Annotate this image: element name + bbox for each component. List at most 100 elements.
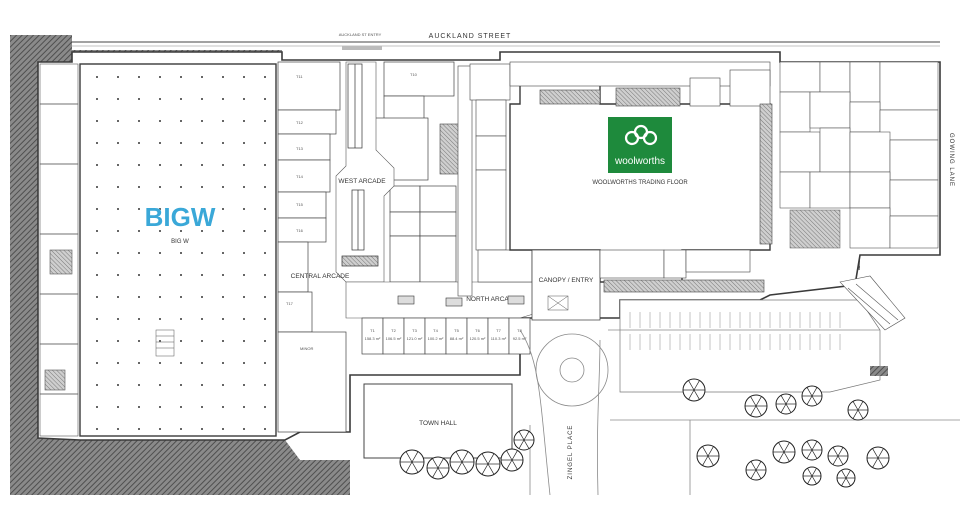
column-dot bbox=[117, 142, 119, 144]
east-room bbox=[819, 61, 851, 93]
tree-icon bbox=[866, 446, 890, 470]
svg-text:T13: T13 bbox=[296, 146, 304, 151]
bigw-label: BIG W bbox=[171, 239, 189, 245]
svg-text:T10: T10 bbox=[410, 72, 418, 77]
east-room bbox=[809, 91, 851, 129]
canopy-entry bbox=[531, 249, 601, 321]
tree-icon bbox=[744, 394, 768, 418]
column-dot bbox=[96, 120, 98, 122]
column-dot bbox=[222, 318, 224, 320]
column-dot bbox=[201, 274, 203, 276]
column-dot bbox=[264, 318, 266, 320]
tenancy-code: T2 bbox=[391, 328, 396, 333]
svg-text:T11: T11 bbox=[296, 74, 303, 79]
column-dot bbox=[264, 230, 266, 232]
column-dot bbox=[222, 296, 224, 298]
tenancy-code: T1 bbox=[370, 328, 375, 333]
column-dot bbox=[138, 296, 140, 298]
column-dot bbox=[243, 252, 245, 254]
column-dot bbox=[159, 120, 161, 122]
tenancy-code: T7 bbox=[496, 328, 501, 333]
column-dot bbox=[180, 76, 182, 78]
column-dot bbox=[201, 406, 203, 408]
column-dot bbox=[201, 76, 203, 78]
column-dot bbox=[96, 208, 98, 210]
column-dot bbox=[180, 428, 182, 430]
east-hatched-yard bbox=[789, 209, 841, 249]
column-dot bbox=[138, 318, 140, 320]
column-dot bbox=[180, 406, 182, 408]
column-dot bbox=[117, 428, 119, 430]
east-room bbox=[849, 61, 881, 103]
column-dot bbox=[243, 406, 245, 408]
column-dot bbox=[138, 406, 140, 408]
east-room bbox=[889, 215, 939, 249]
column-dot bbox=[117, 164, 119, 166]
tenancy-code: T4 bbox=[433, 328, 438, 333]
tenancy-area: 106.5 m² bbox=[386, 336, 402, 341]
column-dot bbox=[117, 318, 119, 320]
column-dot bbox=[117, 230, 119, 232]
column-dot bbox=[243, 142, 245, 144]
column-dot bbox=[180, 120, 182, 122]
tree-icon bbox=[745, 459, 767, 481]
column-dot bbox=[138, 274, 140, 276]
column-dot bbox=[201, 362, 203, 364]
column-dot bbox=[96, 230, 98, 232]
bigw-west-service-rooms bbox=[39, 63, 79, 437]
column-dot bbox=[180, 252, 182, 254]
column-dot bbox=[138, 142, 140, 144]
column-dot bbox=[201, 428, 203, 430]
column-dot bbox=[201, 208, 203, 210]
east-room bbox=[809, 171, 851, 209]
column-dot bbox=[201, 186, 203, 188]
svg-text:T15: T15 bbox=[296, 202, 304, 207]
column-dot bbox=[180, 318, 182, 320]
column-dot bbox=[138, 230, 140, 232]
column-dot bbox=[243, 208, 245, 210]
tenancy-area: 120.5 m² bbox=[470, 336, 486, 341]
column-dot bbox=[201, 318, 203, 320]
tree-icon bbox=[426, 456, 450, 480]
column-dot bbox=[180, 98, 182, 100]
east-ramp bbox=[839, 275, 906, 331]
tenancy-t8[interactable] bbox=[508, 317, 531, 355]
column-dot bbox=[264, 428, 266, 430]
column-dot bbox=[243, 164, 245, 166]
column-dot bbox=[243, 230, 245, 232]
column-dot bbox=[201, 230, 203, 232]
column-dot bbox=[138, 98, 140, 100]
column-dot bbox=[117, 98, 119, 100]
tree-icon bbox=[772, 440, 796, 464]
svg-text:T17: T17 bbox=[286, 301, 294, 306]
tree-icon bbox=[801, 385, 823, 407]
east-room bbox=[849, 131, 891, 173]
column-dot bbox=[117, 340, 119, 342]
column-dot bbox=[117, 208, 119, 210]
column-dot bbox=[180, 186, 182, 188]
column-dot bbox=[159, 274, 161, 276]
bigw-logo: BIGW bbox=[145, 202, 216, 232]
column-dot bbox=[243, 340, 245, 342]
column-dot bbox=[222, 406, 224, 408]
tenancy-code: T3 bbox=[412, 328, 417, 333]
tree-icon bbox=[513, 429, 535, 451]
column-dot bbox=[96, 428, 98, 430]
tenancy-area: 92.5 m² bbox=[513, 336, 527, 341]
column-dot bbox=[159, 76, 161, 78]
column-dot bbox=[201, 98, 203, 100]
central-arcade-label: CENTRAL ARCADE bbox=[291, 273, 350, 280]
svg-text:T12: T12 bbox=[296, 120, 304, 125]
column-dot bbox=[222, 384, 224, 386]
column-dot bbox=[138, 164, 140, 166]
column-dot bbox=[138, 340, 140, 342]
east-room bbox=[819, 127, 851, 173]
east-room bbox=[879, 61, 939, 111]
west-shops bbox=[277, 61, 457, 433]
column-dot bbox=[138, 428, 140, 430]
column-dot bbox=[243, 384, 245, 386]
svg-text:MINOR: MINOR bbox=[300, 346, 313, 351]
